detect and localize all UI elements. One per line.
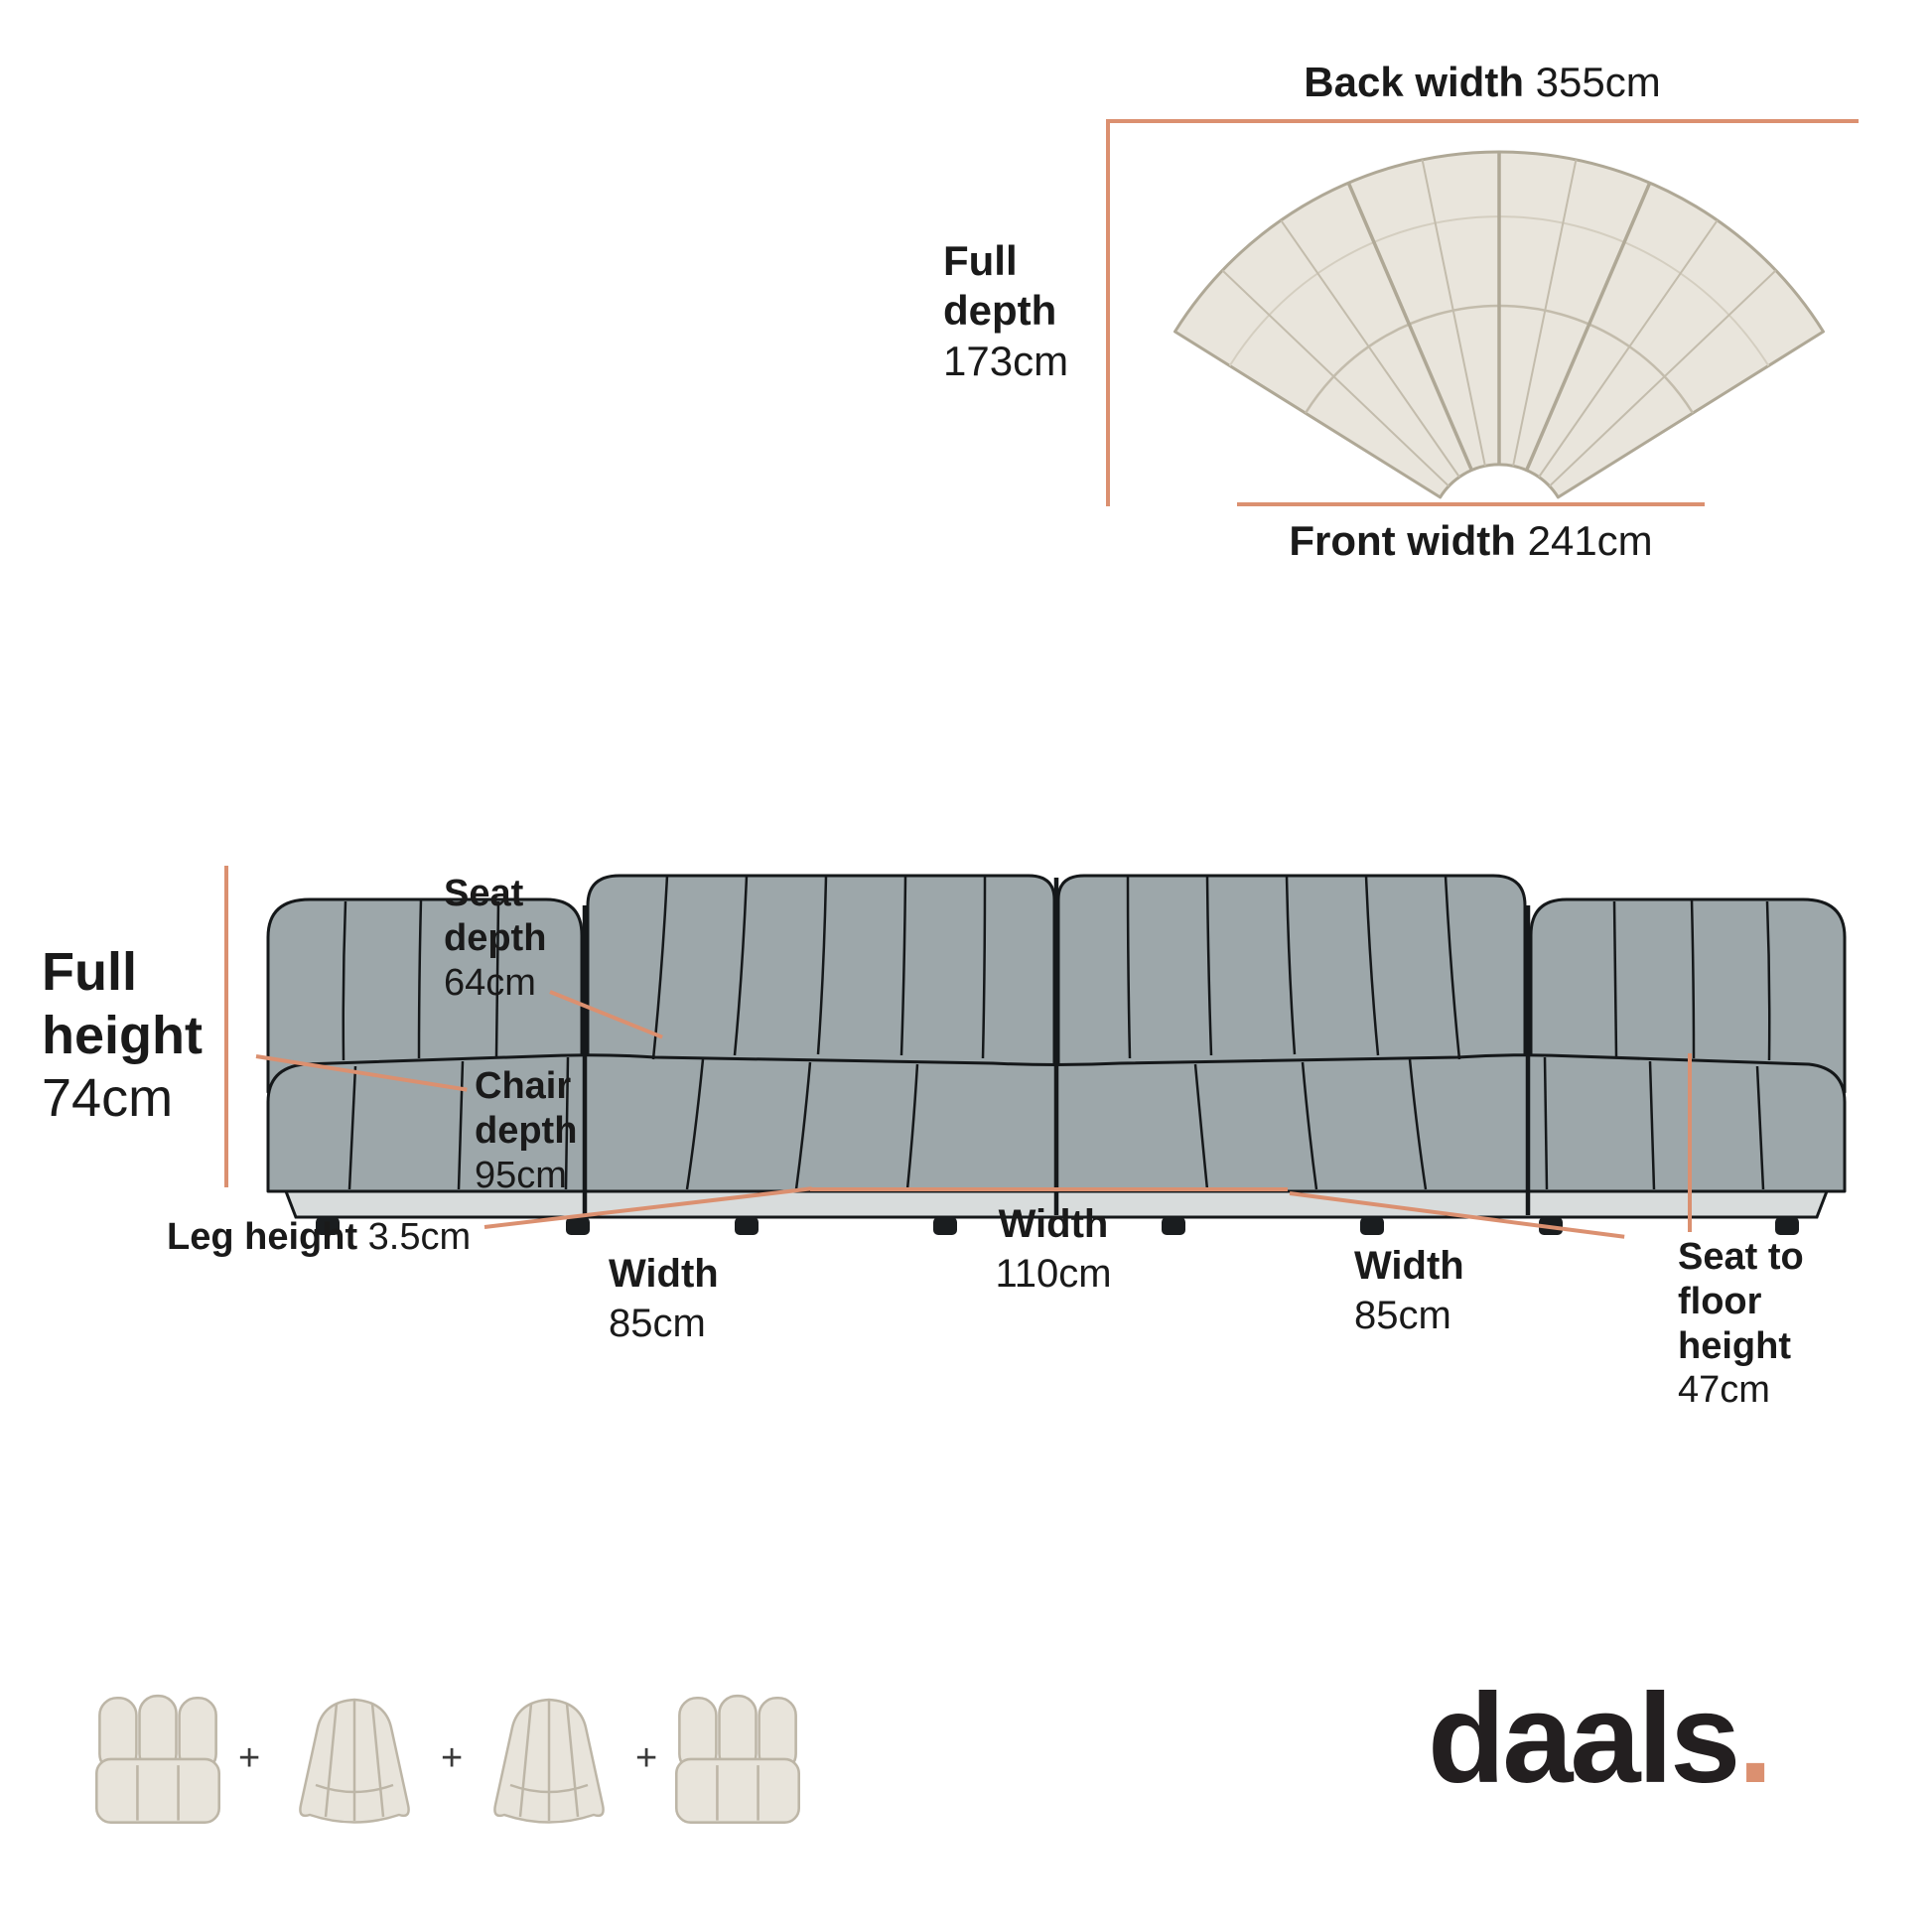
front-width-title: Front width [1289, 517, 1516, 564]
plus-separator: + [635, 1737, 658, 1779]
brand-name: daals [1428, 1668, 1740, 1810]
back-width-title: Back width [1304, 59, 1524, 105]
front-width-value: 241cm [1527, 517, 1653, 564]
back-width-value: 355cm [1535, 59, 1661, 105]
full-depth-title: Full depth [943, 237, 1057, 335]
chair-depth-label: Chair depth 95cm [475, 1064, 594, 1197]
seat-depth-label: Seat depth 64cm [444, 872, 561, 1005]
front-width-label: Front width 241cm [1237, 516, 1705, 566]
corner-module-icon [493, 1698, 605, 1824]
module-thumbnail-2 [280, 1690, 429, 1829]
seat-to-floor-title: Seat to floor height [1678, 1236, 1804, 1367]
seat-to-floor-value: 47cm [1678, 1369, 1770, 1412]
width-left-title: Width [609, 1252, 719, 1296]
width-middle-value: 110cm [995, 1252, 1112, 1296]
sofa-top-view-icon [1173, 150, 1825, 499]
width-middle-label: Width 110cm [979, 1199, 1128, 1299]
leg-height-label: Leg height 3.5cm [167, 1215, 471, 1261]
width-middle-title: Width [998, 1202, 1109, 1246]
width-middle-dimension-line [810, 1187, 1288, 1191]
corner-module-icon [299, 1698, 410, 1824]
full-height-label: Full height 74cm [42, 941, 215, 1131]
seat-to-floor-label: Seat to floor height 47cm [1678, 1235, 1809, 1413]
brand-dot: . [1737, 1668, 1773, 1810]
width-right-title: Width [1354, 1244, 1464, 1288]
straight-module-icon [675, 1694, 800, 1824]
back-width-dimension-line [1106, 119, 1859, 123]
straight-module-icon [95, 1694, 220, 1824]
leg-height-title: Leg height [167, 1216, 358, 1258]
full-height-title: Full height [42, 942, 203, 1065]
width-left-label: Width 85cm [609, 1249, 777, 1348]
back-width-label: Back width 355cm [1106, 58, 1859, 107]
width-left-value: 85cm [609, 1302, 706, 1345]
module-thumbnail-3 [475, 1690, 623, 1829]
full-depth-value: 173cm [943, 337, 1069, 384]
chair-depth-title: Chair depth [475, 1065, 578, 1152]
seat-depth-value: 64cm [444, 961, 536, 1004]
width-right-value: 85cm [1354, 1294, 1451, 1337]
seat-depth-title: Seat depth [444, 873, 547, 959]
front-width-dimension-line [1237, 502, 1705, 506]
full-height-dimension-line [224, 866, 228, 1187]
chair-depth-value: 95cm [475, 1154, 567, 1196]
plus-separator: + [441, 1737, 464, 1779]
seat-to-floor-dimension-line [1688, 1053, 1692, 1232]
sofa-top-view-illustration [1122, 117, 1876, 509]
full-depth-dimension-line [1106, 119, 1110, 506]
full-depth-label: Full depth 173cm [943, 236, 1077, 386]
module-thumbnail-1 [91, 1690, 224, 1833]
module-thumbnail-4 [671, 1690, 804, 1833]
width-right-label: Width 85cm [1354, 1241, 1523, 1340]
plus-separator: + [238, 1737, 261, 1779]
brand-logo: daals. [1428, 1676, 1773, 1803]
full-height-value: 74cm [42, 1068, 174, 1129]
leg-height-value: 3.5cm [367, 1216, 472, 1258]
